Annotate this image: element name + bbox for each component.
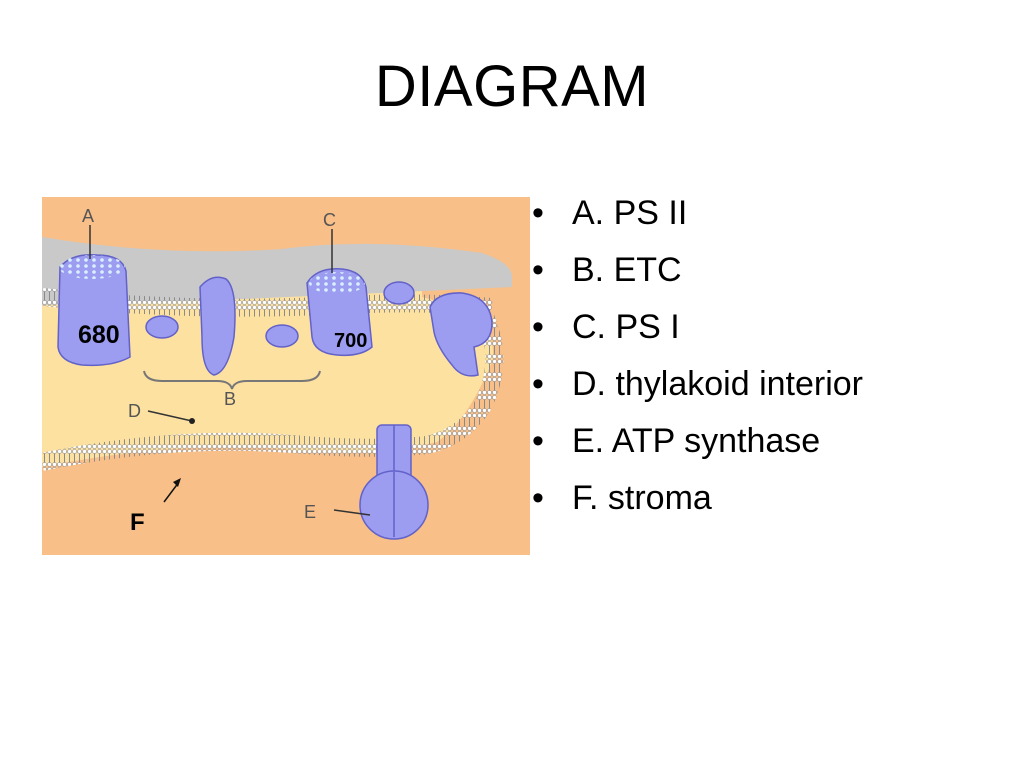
legend-item: • B. ETC bbox=[532, 247, 863, 304]
bullet-marker: • bbox=[532, 365, 544, 403]
atp-synthase-complex bbox=[359, 424, 429, 540]
reductase-protein bbox=[429, 292, 493, 377]
legend-item-text: E. ATP synthase bbox=[572, 422, 821, 460]
ps1-wavelength-label: 700 bbox=[334, 330, 367, 352]
slide-title: DIAGRAM bbox=[374, 54, 650, 119]
bullet-marker: • bbox=[532, 251, 544, 289]
label-e: E bbox=[304, 502, 316, 522]
legend-item: • C. PS I bbox=[532, 304, 863, 361]
bullet-marker: • bbox=[532, 308, 544, 346]
legend-item-text: C. PS I bbox=[572, 308, 680, 346]
thylakoid-diagram: A C B D E F 680 700 bbox=[42, 197, 530, 555]
legend-item: • E. ATP synthase bbox=[532, 418, 863, 475]
label-c: C bbox=[323, 210, 336, 230]
legend-item: • A. PS II bbox=[532, 190, 863, 247]
legend-item-text: F. stroma bbox=[572, 479, 712, 517]
label-d-pointer bbox=[147, 410, 193, 422]
legend-item-text: B. ETC bbox=[572, 251, 682, 289]
diagram-canvas: A C B D E F 680 700 bbox=[42, 197, 530, 555]
label-d: D bbox=[128, 401, 141, 421]
label-f: F bbox=[130, 509, 145, 536]
etc-protein-1 bbox=[145, 315, 179, 339]
thylakoid-interior-dot bbox=[189, 418, 195, 424]
legend-list: • A. PS II • B. ETC • C. PS I • D. thylakoid… bbox=[532, 190, 863, 532]
label-f-arrowhead bbox=[173, 478, 181, 487]
ferredoxin-protein bbox=[383, 281, 415, 305]
etc-bracket bbox=[143, 370, 321, 390]
legend-item: • D. thylakoid interior bbox=[532, 361, 863, 418]
ps2-wavelength-label: 680 bbox=[78, 321, 120, 349]
label-a: A bbox=[82, 206, 94, 226]
etc-protein-2 bbox=[199, 276, 236, 376]
bullet-marker: • bbox=[532, 194, 544, 232]
label-b: B bbox=[224, 389, 236, 409]
bullet-marker: • bbox=[532, 479, 544, 517]
photosystem-ii-complex bbox=[57, 254, 131, 367]
legend-item-text: A. PS II bbox=[572, 194, 688, 232]
legend-item-text: D. thylakoid interior bbox=[572, 365, 864, 403]
etc-protein-3 bbox=[265, 324, 299, 348]
bullet-marker: • bbox=[532, 422, 544, 460]
legend-item: • F. stroma bbox=[532, 475, 863, 532]
label-e-pointer bbox=[333, 509, 371, 516]
photosystem-i-complex bbox=[306, 268, 373, 357]
